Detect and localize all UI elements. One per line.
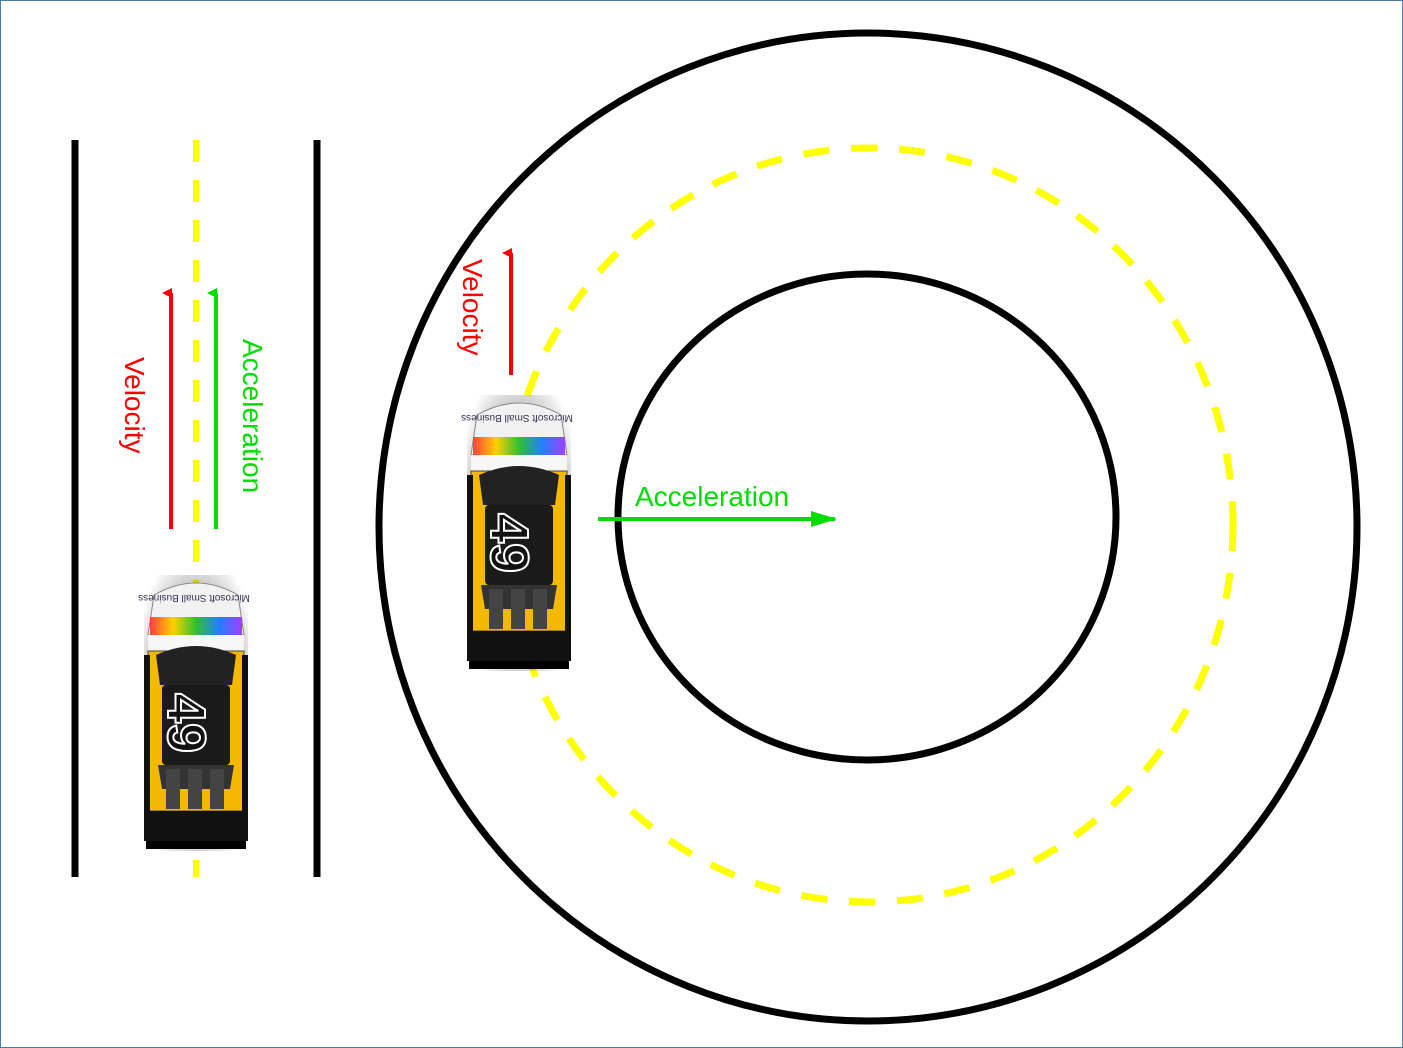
circular-velocity-label: Velocity xyxy=(457,259,488,356)
car-sponsor: Microsoft Small Business xyxy=(138,592,250,603)
straight-car: 49 Microsoft Small Business xyxy=(138,571,252,855)
straight-velocity-label: Velocity xyxy=(119,357,150,454)
circular-acceleration-label: Acceleration xyxy=(635,481,789,512)
track-center-line xyxy=(501,144,1237,906)
circular-car: 49 Microsoft Small Business xyxy=(461,391,575,675)
car-number: 49 xyxy=(156,693,216,753)
track-outer-edge xyxy=(375,29,1361,1025)
car-number: 49 xyxy=(479,513,539,573)
car-sponsor: Microsoft Small Business xyxy=(461,412,573,423)
straight-acceleration-label: Acceleration xyxy=(237,339,268,493)
